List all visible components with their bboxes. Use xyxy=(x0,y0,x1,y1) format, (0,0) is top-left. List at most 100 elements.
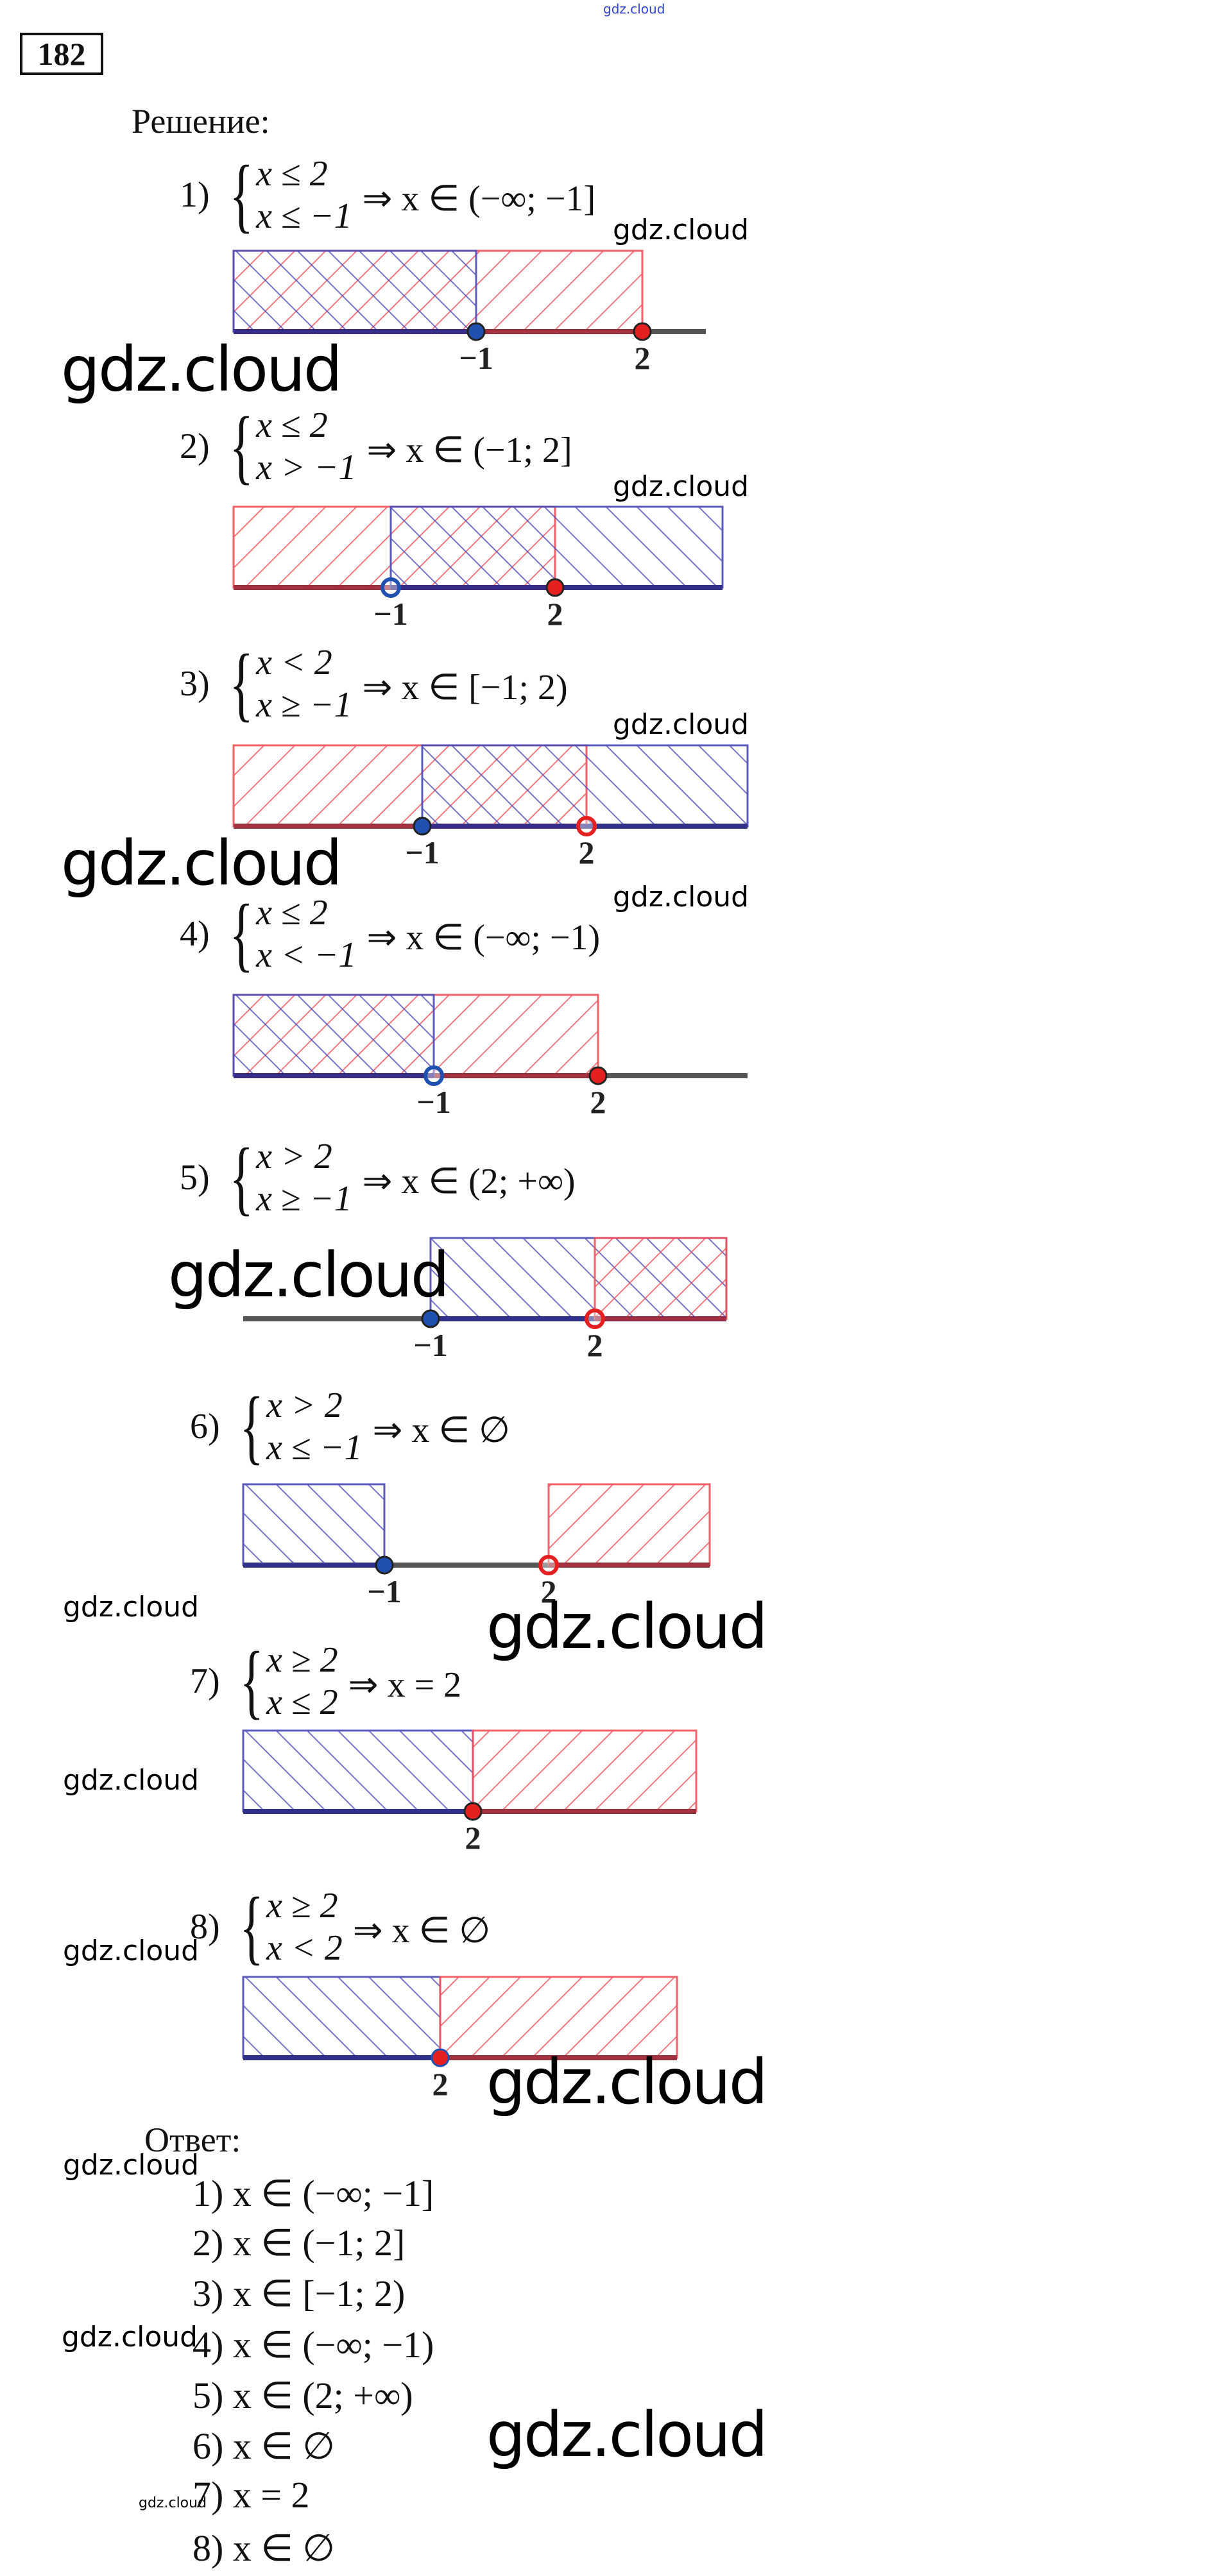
system-brace: { xyxy=(229,400,253,493)
answer-item: 8) x ∈ ∅ xyxy=(193,2527,335,2569)
hatched-region-blue xyxy=(242,1729,474,1813)
system-brace: { xyxy=(229,149,253,241)
point-minus-1 xyxy=(381,577,401,598)
problem-number: 4) xyxy=(180,914,210,954)
number-line-3: −1 2 xyxy=(232,744,749,870)
system-result: ⇒ x ∈ [−1; 2) xyxy=(362,667,568,708)
system-brace: { xyxy=(229,888,253,980)
point-2 xyxy=(576,816,597,836)
system-result: ⇒ x ∈ (2; +∞) xyxy=(362,1161,576,1201)
point-2 xyxy=(588,1066,608,1085)
point-2 xyxy=(463,1802,483,1821)
watermark: gdz.cloud xyxy=(486,2046,768,2118)
tick-label: −1 xyxy=(459,340,493,376)
system-brace: { xyxy=(239,1380,264,1473)
inequality-2: x ≥ −1 xyxy=(256,685,352,725)
watermark: gdz.cloud xyxy=(63,1591,200,1623)
point-minus-1 xyxy=(424,1065,444,1086)
number-line-5: −1 2 xyxy=(243,1237,728,1363)
system-result: ⇒ x ∈ (−∞; −1) xyxy=(366,917,601,958)
tick-label: 2 xyxy=(432,2066,449,2102)
answer-item: 2) x ∈ (−1; 2] xyxy=(193,2222,406,2264)
watermark: gdz.cloud xyxy=(61,334,343,405)
point-2 xyxy=(431,2048,450,2067)
tick-label: −1 xyxy=(405,835,440,870)
problem-number: 6) xyxy=(190,1407,220,1446)
watermark: gdz.cloud xyxy=(603,1,665,17)
watermark: gdz.cloud xyxy=(168,1239,450,1311)
task-number: 182 xyxy=(20,33,103,75)
problem-3: 3) { x < 2 x ≥ −1 ⇒ x ∈ [−1; 2) xyxy=(180,641,568,726)
point-minus-1 xyxy=(421,1309,440,1328)
watermark: gdz.cloud xyxy=(613,708,749,741)
hatched-region-blue xyxy=(242,1483,386,1566)
point-minus-1 xyxy=(413,817,432,836)
tick-label: 2 xyxy=(579,835,595,870)
system-brace: { xyxy=(239,1881,264,1973)
inequality-2: x < 2 xyxy=(266,1928,343,1968)
watermark: gdz.cloud xyxy=(613,214,749,246)
problem-1: 1) { x ≤ 2 x ≤ −1 ⇒ x ∈ (−∞; −1] xyxy=(180,153,595,237)
answer-item: 7) x = 2 xyxy=(193,2474,310,2516)
inequality-2: x ≤ 2 xyxy=(266,1682,338,1722)
point-2 xyxy=(585,1309,605,1329)
tick-label: −1 xyxy=(367,1573,402,1609)
inequality-1: x ≥ 2 xyxy=(266,1886,338,1926)
system-result: ⇒ x ∈ ∅ xyxy=(372,1410,510,1450)
problem-4: 4) { x ≤ 2 x < −1 ⇒ x ∈ (−∞; −1) xyxy=(180,892,600,976)
system-result: ⇒ x ∈ (−∞; −1] xyxy=(362,178,596,219)
number-line-8: 2 xyxy=(242,1976,678,2102)
tick-label: 2 xyxy=(590,1084,606,1120)
hatched-region-blue xyxy=(389,505,724,589)
tick-label: 2 xyxy=(635,340,651,376)
system-result: ⇒ x ∈ (−1; 2] xyxy=(366,430,572,470)
problem-number: 7) xyxy=(190,1661,220,1701)
hatched-region-red xyxy=(472,1729,697,1813)
hatched-region-blue xyxy=(232,994,435,1077)
watermark: gdz.cloud xyxy=(63,1935,200,1967)
hatched-region-red xyxy=(594,1237,728,1320)
tick-label: 2 xyxy=(547,596,563,632)
watermark: gdz.cloud xyxy=(613,470,749,503)
problem-number: 2) xyxy=(180,427,210,466)
problem-number: 3) xyxy=(180,664,210,704)
point-minus-1 xyxy=(466,322,486,341)
hatched-region-red xyxy=(439,1976,678,2059)
answer-item: 3) x ∈ [−1; 2) xyxy=(193,2273,406,2314)
tick-label: −1 xyxy=(413,1327,448,1363)
hatched-region-red xyxy=(547,1483,711,1566)
inequality-2: x ≤ −1 xyxy=(256,196,352,236)
problem-5: 5) { x > 2 x ≥ −1 ⇒ x ∈ (2; +∞) xyxy=(180,1135,576,1220)
answer-item: 6) x ∈ ∅ xyxy=(193,2425,335,2467)
inequality-1: x ≥ 2 xyxy=(266,1640,338,1680)
tick-label: 2 xyxy=(587,1327,603,1363)
watermark: gdz.cloud xyxy=(486,2399,768,2471)
number-line-1: −1 2 xyxy=(232,250,706,376)
watermark: gdz.cloud xyxy=(61,827,343,899)
inequality-2: x > −1 xyxy=(256,448,357,487)
inequality-1: x ≤ 2 xyxy=(256,154,328,194)
system-result: ⇒ x = 2 xyxy=(348,1665,462,1705)
answer-item: 4) x ∈ (−∞; −1) xyxy=(193,2324,434,2366)
number-line-4: −1 2 xyxy=(232,994,748,1120)
inequality-1: x > 2 xyxy=(256,1137,332,1176)
watermark: gdz.cloud xyxy=(486,1591,768,1663)
problem-number: 1) xyxy=(180,175,210,215)
tick-label: −1 xyxy=(373,596,408,632)
inequality-1: x ≤ 2 xyxy=(256,405,328,445)
inequality-2: x ≤ −1 xyxy=(266,1428,363,1468)
number-line-7: 2 xyxy=(242,1729,697,1856)
inequality-1: x > 2 xyxy=(266,1385,343,1425)
point-2 xyxy=(538,1555,559,1575)
system-result: ⇒ x ∈ ∅ xyxy=(352,1910,491,1951)
point-minus-1 xyxy=(375,1555,394,1575)
system-brace: { xyxy=(229,638,253,730)
problem-number: 8) xyxy=(190,1907,220,1947)
system-brace: { xyxy=(229,1131,253,1224)
tick-label: −1 xyxy=(416,1084,451,1120)
watermark: gdz.cloud xyxy=(63,1764,200,1797)
problem-6: 6) { x > 2 x ≤ −1 ⇒ x ∈ ∅ xyxy=(190,1384,510,1469)
tick-label: 2 xyxy=(465,1820,481,1856)
inequality-1: x < 2 xyxy=(256,643,332,682)
